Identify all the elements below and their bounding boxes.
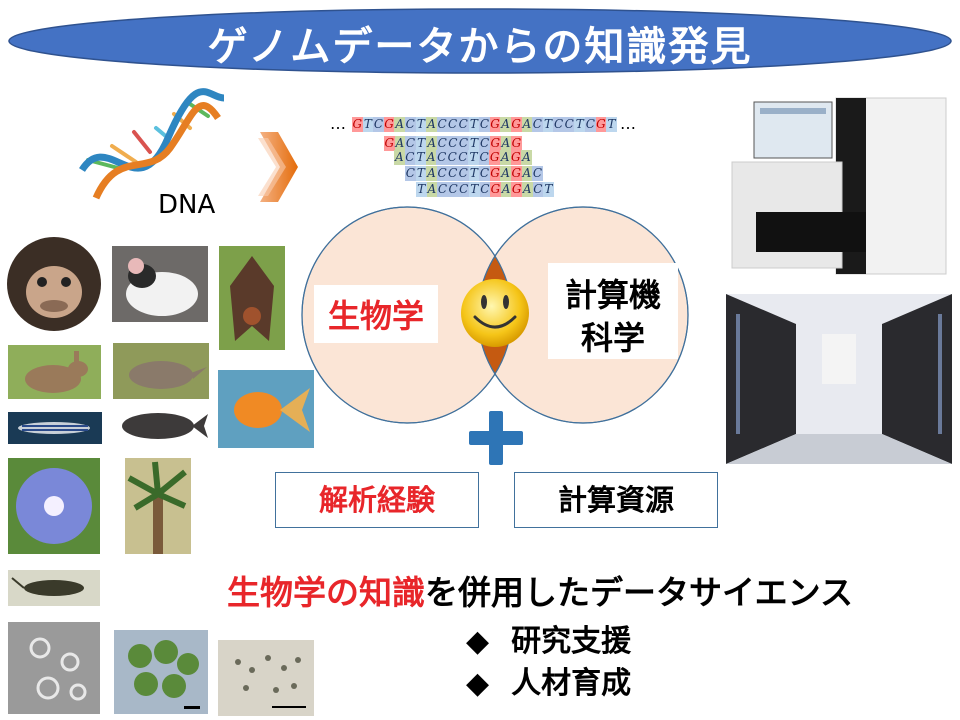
dna-label: DNA xyxy=(158,190,216,220)
server-room-photo xyxy=(726,294,952,464)
zebrafish-photo xyxy=(8,412,102,444)
shrew-photo xyxy=(113,343,209,399)
diamond-icon: ◆ xyxy=(466,624,490,659)
palm-tree-photo xyxy=(125,458,191,554)
rabbit-photo xyxy=(8,345,101,399)
venn-label-cs-line2: 科学 xyxy=(580,319,645,357)
chimpanzee-photo xyxy=(7,237,101,331)
title-banner xyxy=(8,8,952,74)
plus-icon xyxy=(469,411,523,465)
morning-glory-photo xyxy=(8,458,100,554)
mouse-photo xyxy=(112,246,208,322)
diamond-icon: ◆ xyxy=(466,666,490,701)
venn-label-cs-line1: 計算機 xyxy=(564,276,661,314)
double-chevron-right-icon xyxy=(258,132,298,202)
analysis-experience-box: 解析経験 xyxy=(275,472,479,528)
venn-diagram xyxy=(301,206,689,424)
dna-helix-icon xyxy=(79,88,225,200)
page-title: ゲノムデータからの知識発見 xyxy=(207,24,753,70)
bat-photo xyxy=(219,246,285,350)
ellipsis-left: … xyxy=(330,114,346,133)
ellipsis-right: … xyxy=(620,114,636,133)
goldfish-photo xyxy=(218,370,314,448)
sequencer-photo xyxy=(726,92,952,282)
smiley-face-icon xyxy=(461,279,529,347)
green-algae-photo xyxy=(114,630,208,714)
yeast-cells-photo xyxy=(8,622,100,714)
coelacanth-photo xyxy=(112,404,210,448)
slime-mold-photo xyxy=(218,640,314,716)
beetle-photo xyxy=(8,570,100,606)
tagline-rest: を併用したデータサイエンス xyxy=(424,573,853,612)
bullet-research-support: ◆研究支援 xyxy=(466,624,632,659)
bullet-human-resources: ◆人材育成 xyxy=(466,666,632,701)
tagline: 生物学の知識を併用したデータサイエンス xyxy=(120,566,960,614)
tagline-highlight: 生物学の知識 xyxy=(226,573,425,612)
venn-label-biology: 生物学 xyxy=(327,297,424,335)
compute-resources-box: 計算資源 xyxy=(514,472,718,528)
